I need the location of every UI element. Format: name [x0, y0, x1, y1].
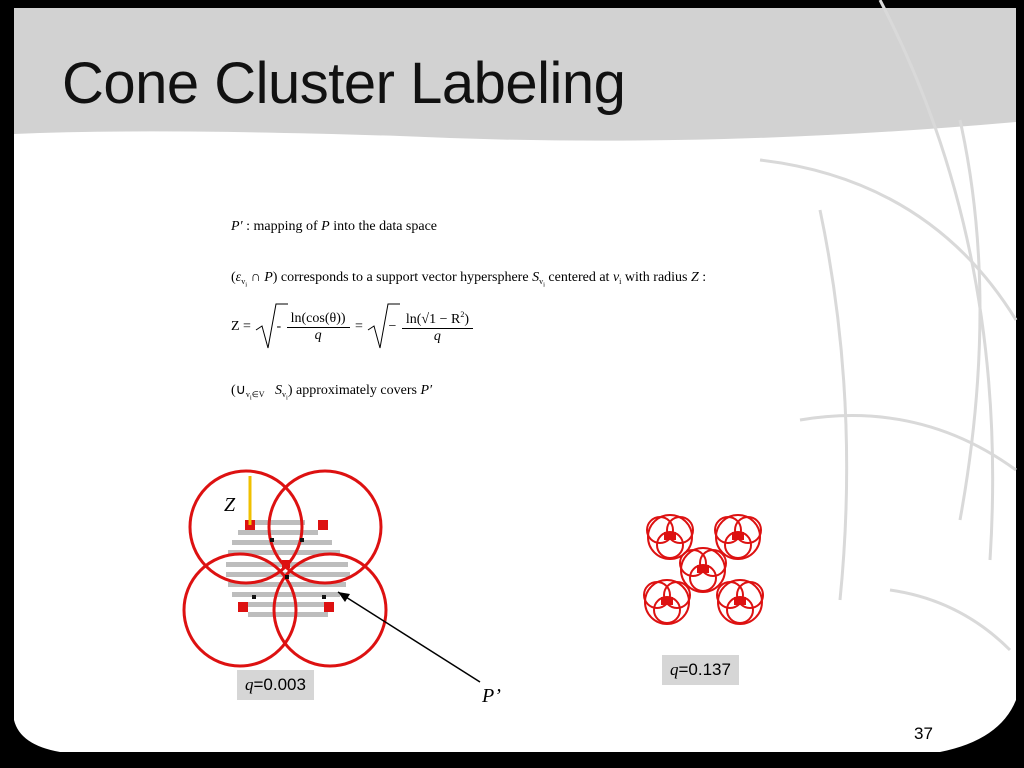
support-vectors-right: [661, 532, 746, 605]
formula-fraction-1: ln(cos(θ))q: [286, 311, 350, 344]
p-prime-symbol: P′: [231, 219, 243, 234]
hyperspheres-right: [643, 514, 764, 625]
hyperspheres-left: [182, 469, 388, 668]
sqrt-symbol: [256, 303, 289, 349]
math-line-1-text: : mapping of: [246, 219, 318, 234]
caption-right: q=0.137: [662, 655, 739, 685]
circle-bottom-left: [182, 552, 298, 668]
formula-lhs: Z =: [231, 319, 251, 334]
formula-fraction-2: ln(√1 − R2)q: [401, 310, 473, 345]
slide-title: Cone Cluster Labeling: [62, 51, 626, 116]
math-line-2: (εvi ∩ P) corresponds to a support vecto…: [231, 270, 707, 289]
p-symbol: P: [321, 219, 330, 234]
math-line-2-text3: with radius: [624, 270, 688, 285]
annotation-p-prime: P’: [482, 685, 501, 707]
math-line-2-text2: centered at: [548, 270, 610, 285]
math-line-1: P′ : mapping of P into the data space: [231, 219, 437, 235]
page-number: 37: [914, 724, 933, 743]
title-band: [14, 8, 1016, 141]
math-formula-z: Z = - ln(cos(θ))q = − ln(√1 − R2)q: [231, 302, 475, 352]
radius-label: Z: [224, 494, 236, 516]
caption-left: q=0.003: [237, 670, 314, 700]
math-line-1-text2: into the data space: [333, 219, 438, 234]
math-line-4: (∪vi∈V Svi) approximately covers P′: [231, 383, 433, 402]
math-line-2-text: ) corresponds to a support vector hypers…: [272, 270, 529, 285]
globe-watermark: [759, 0, 1018, 652]
math-line-4-text: ) approximately covers: [287, 383, 417, 398]
circle-top-left: [188, 469, 304, 585]
annotation-arrow: [337, 591, 481, 683]
circle-top-right: [267, 469, 383, 585]
sqrt-symbol-2: [368, 303, 401, 349]
circle-bottom-right: [272, 552, 388, 668]
